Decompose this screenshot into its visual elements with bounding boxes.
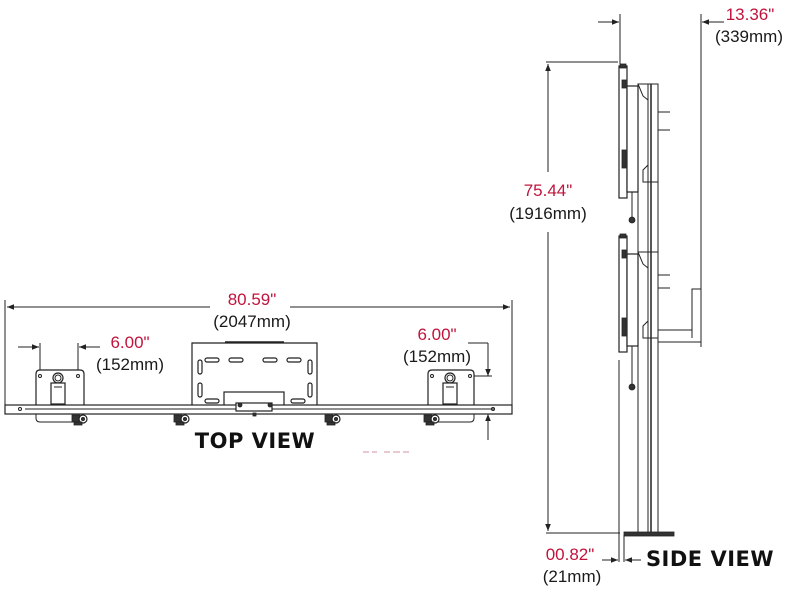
left-offset-inches: 6.00" <box>110 333 149 352</box>
horizontal-rail <box>4 402 513 423</box>
side-view: 13.36" (339mm) 75.44" (1916mm) 00.82" (2… <box>509 5 783 586</box>
rear-support <box>658 288 701 343</box>
base-offset-inches: 00.82" <box>546 545 595 564</box>
right-bracket <box>427 369 475 406</box>
height-inches: 75.44" <box>524 181 573 200</box>
overall-width-inches: 80.59" <box>228 290 277 309</box>
depth-dimension-line <box>598 14 724 347</box>
top-view-label: TOP VIEW <box>195 429 315 453</box>
depth-inches: 13.36" <box>726 5 775 24</box>
height-dimension-line <box>545 61 620 534</box>
right-offset-inches: 6.00" <box>417 325 456 344</box>
overall-width-dimension-line <box>4 300 513 405</box>
depth-mm: (339mm) <box>715 27 783 46</box>
overall-width-mm: (2047mm) <box>213 312 290 331</box>
lower-display-bracket <box>618 233 670 391</box>
center-mount-plate <box>191 341 318 407</box>
left-offset-mm: (152mm) <box>96 355 164 374</box>
left-bracket <box>35 369 85 406</box>
base-offset-mm: (21mm) <box>543 567 602 586</box>
left-offset-dimension-line <box>18 343 100 372</box>
right-offset-mm: (152mm) <box>403 347 471 366</box>
height-mm: (1916mm) <box>509 204 586 223</box>
base-offset-dimension-line <box>602 360 641 563</box>
side-view-label: SIDE VIEW <box>646 547 774 571</box>
rail-clamps <box>71 414 440 426</box>
upper-display-bracket <box>618 63 670 224</box>
faint-watermark <box>363 451 409 453</box>
top-view: 80.59" (2047mm) 6.00" (152mm) 6.00" (152… <box>4 290 513 453</box>
